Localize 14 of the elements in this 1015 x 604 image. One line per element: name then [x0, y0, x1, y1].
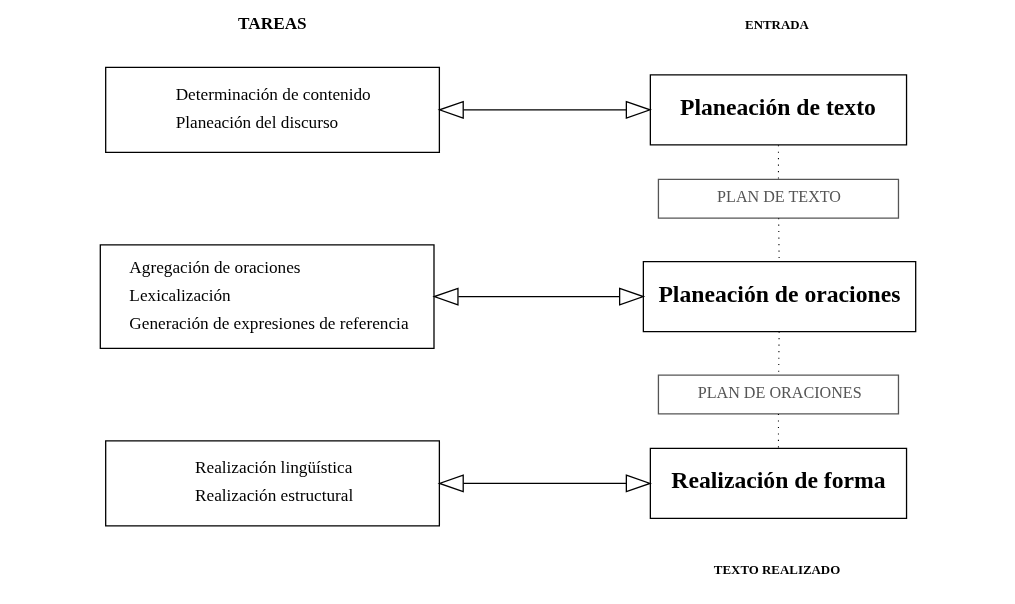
node-box: Realización de forma: [649, 447, 907, 519]
node-box: PLAN DE ORACIONES: [657, 374, 899, 415]
node-box: PLAN DE TEXTO: [657, 178, 899, 219]
arrow: [431, 287, 645, 306]
node-box: Realización lingüística Realización estructural: [104, 440, 440, 527]
arrow: [437, 474, 652, 493]
label: TAREAS: [237, 14, 307, 34]
node-box: Determinación de contenido Planeación del discurso: [104, 66, 440, 154]
node-box: Planeación de texto: [649, 74, 907, 146]
node-box: Planeación de oraciones: [642, 261, 916, 333]
arrow: [437, 100, 652, 120]
label: ENTRADA: [744, 16, 809, 32]
node-box: Agregación de oraciones Lexicalización Generación de expresiones de referencia: [99, 244, 435, 349]
node-label: TEXTO REALIZADO: [713, 562, 840, 578]
